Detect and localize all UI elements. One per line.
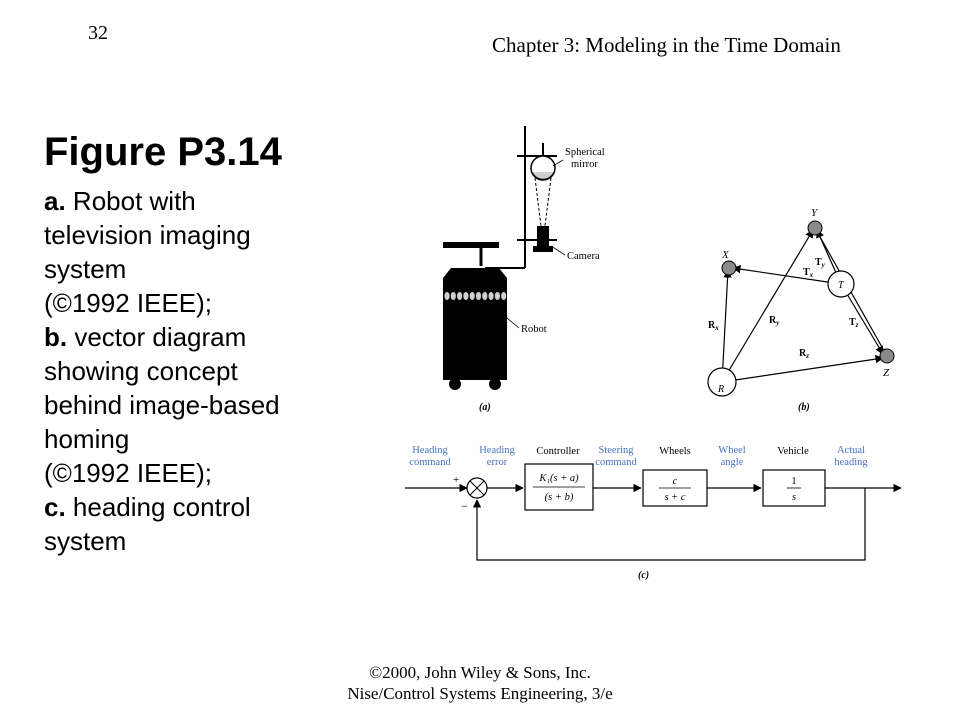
caption-line: television imaging: [44, 220, 251, 250]
sensor-dot: [450, 292, 456, 300]
sensor-dot: [469, 292, 475, 300]
summing-cross: [469, 480, 485, 496]
controller-denominator: (s + b): [545, 492, 574, 503]
wheels-label: Wheels: [659, 446, 691, 457]
robot-label: Robot: [521, 324, 547, 335]
vector-tz: [840, 283, 884, 355]
point-z: [879, 348, 895, 364]
controller-label: Controller: [536, 446, 580, 457]
actual-heading-label: Actual: [837, 445, 865, 456]
caption-line: c. heading control: [44, 492, 251, 522]
label-y: Y: [811, 207, 819, 219]
sublabel-b: (b): [798, 402, 810, 413]
camera-base: [533, 246, 553, 252]
controller-numerator: K₁(s + a): [538, 473, 579, 484]
caption-line: (©1992 IEEE);: [44, 458, 213, 488]
label-tz: Tz: [849, 317, 859, 329]
spherical-mirror-label: Spherical: [565, 147, 605, 158]
actual-heading-label-2: heading: [834, 457, 868, 468]
vehicle-block: [762, 469, 826, 507]
robot-handle: [443, 242, 499, 248]
wheel-angle-label-2: angle: [721, 457, 744, 468]
mirror-shading: [531, 171, 555, 180]
sensor-dot: [488, 292, 494, 300]
label-rx: Rx: [708, 320, 719, 332]
vehicle-denominator: s: [792, 492, 796, 503]
heading-error-label: Heading: [479, 445, 515, 456]
caption-line: (©1992 IEEE);: [44, 288, 213, 318]
label-tx: Tx: [803, 267, 814, 279]
label-ty: Ty: [815, 257, 826, 269]
minus-sign: −: [461, 499, 468, 513]
steering-command-label: Steering: [599, 445, 635, 456]
leader-line: [550, 245, 566, 256]
caption-line: a. Robot with: [44, 186, 196, 216]
vector-tx: [732, 264, 842, 285]
leader-line: [552, 159, 564, 167]
spherical-mirror-label-2: mirror: [571, 159, 598, 170]
copyright-line: ©2000, John Wiley & Sons, Inc.: [369, 663, 591, 682]
heading-command-label-2: command: [409, 457, 451, 468]
block-diagram: Heading command Heading error Controller…: [405, 445, 902, 581]
light-ray: [544, 177, 552, 227]
label-t: T: [838, 280, 845, 291]
figure-title: Figure P3.14: [44, 130, 282, 174]
label-x: X: [721, 249, 730, 261]
footer: ©2000, John Wiley & Sons, Inc. Nise/Cont…: [0, 662, 960, 704]
figure-caption: a. Robot with television imaging system …: [44, 184, 280, 558]
feedback-path: [472, 488, 866, 561]
vector-rx: [721, 269, 732, 383]
label-z: Z: [883, 367, 890, 379]
point-r: [707, 367, 737, 397]
figure-drawing: Spherical mirror Camera Robot (a) Y X T …: [405, 126, 902, 581]
wheel-angle-label: Wheel: [718, 445, 745, 456]
caption-line: showing concept: [44, 356, 238, 386]
page-number: 32: [88, 22, 108, 44]
book-title-line: Nise/Control Systems Engineering, 3/e: [347, 684, 613, 703]
sensor-dot: [482, 292, 488, 300]
label-rz: Rz: [799, 348, 809, 360]
chapter-title: Chapter 3: Modeling in the Time Domain: [492, 33, 841, 57]
vector-rz: [721, 354, 884, 383]
camera-label: Camera: [567, 251, 600, 262]
leader-line: [506, 317, 520, 329]
vehicle-numerator: 1: [791, 476, 796, 487]
vector-diagram: Y X T R Z Ty Tx Ry Rx Tz Rz (b): [707, 207, 895, 413]
sensor-dot: [463, 292, 469, 300]
robot-body: [443, 268, 507, 380]
sensor-row: [444, 292, 507, 300]
robot-wheel: [489, 378, 501, 390]
caption-line: homing: [44, 424, 130, 454]
sensor-dot: [475, 292, 482, 300]
wheels-denominator: s + c: [664, 492, 685, 503]
figure-p3-14: Spherical mirror Camera Robot (a) Y X T …: [395, 118, 915, 588]
wheels-numerator: c: [673, 476, 678, 487]
caption-line: behind image-based: [44, 390, 280, 420]
steering-command-label-2: command: [595, 457, 637, 468]
sublabel-c: (c): [638, 570, 649, 581]
sensor-dot: [501, 292, 507, 300]
point-t: [827, 270, 855, 298]
sensor-dot: [444, 292, 450, 300]
sensor-dot: [494, 292, 500, 300]
robot-wheel: [449, 378, 461, 390]
camera: [537, 226, 549, 250]
plus-sign: +: [453, 474, 459, 486]
caption-line: system: [44, 254, 127, 284]
vector-ry: [721, 229, 814, 383]
robot-diagram: Spherical mirror Camera Robot (a): [443, 126, 605, 413]
point-y: [807, 220, 823, 236]
label-ry: Ry: [769, 315, 780, 327]
sensor-dot: [457, 292, 463, 300]
label-r: R: [717, 384, 724, 395]
sublabel-a: (a): [479, 402, 491, 413]
caption-line: system: [44, 526, 127, 556]
point-x: [721, 260, 737, 276]
vehicle-label: Vehicle: [777, 446, 809, 457]
caption-line: b. vector diagram: [44, 322, 247, 352]
light-ray: [534, 177, 542, 227]
heading-error-label-2: error: [487, 457, 508, 468]
heading-command-label: Heading: [412, 445, 448, 456]
